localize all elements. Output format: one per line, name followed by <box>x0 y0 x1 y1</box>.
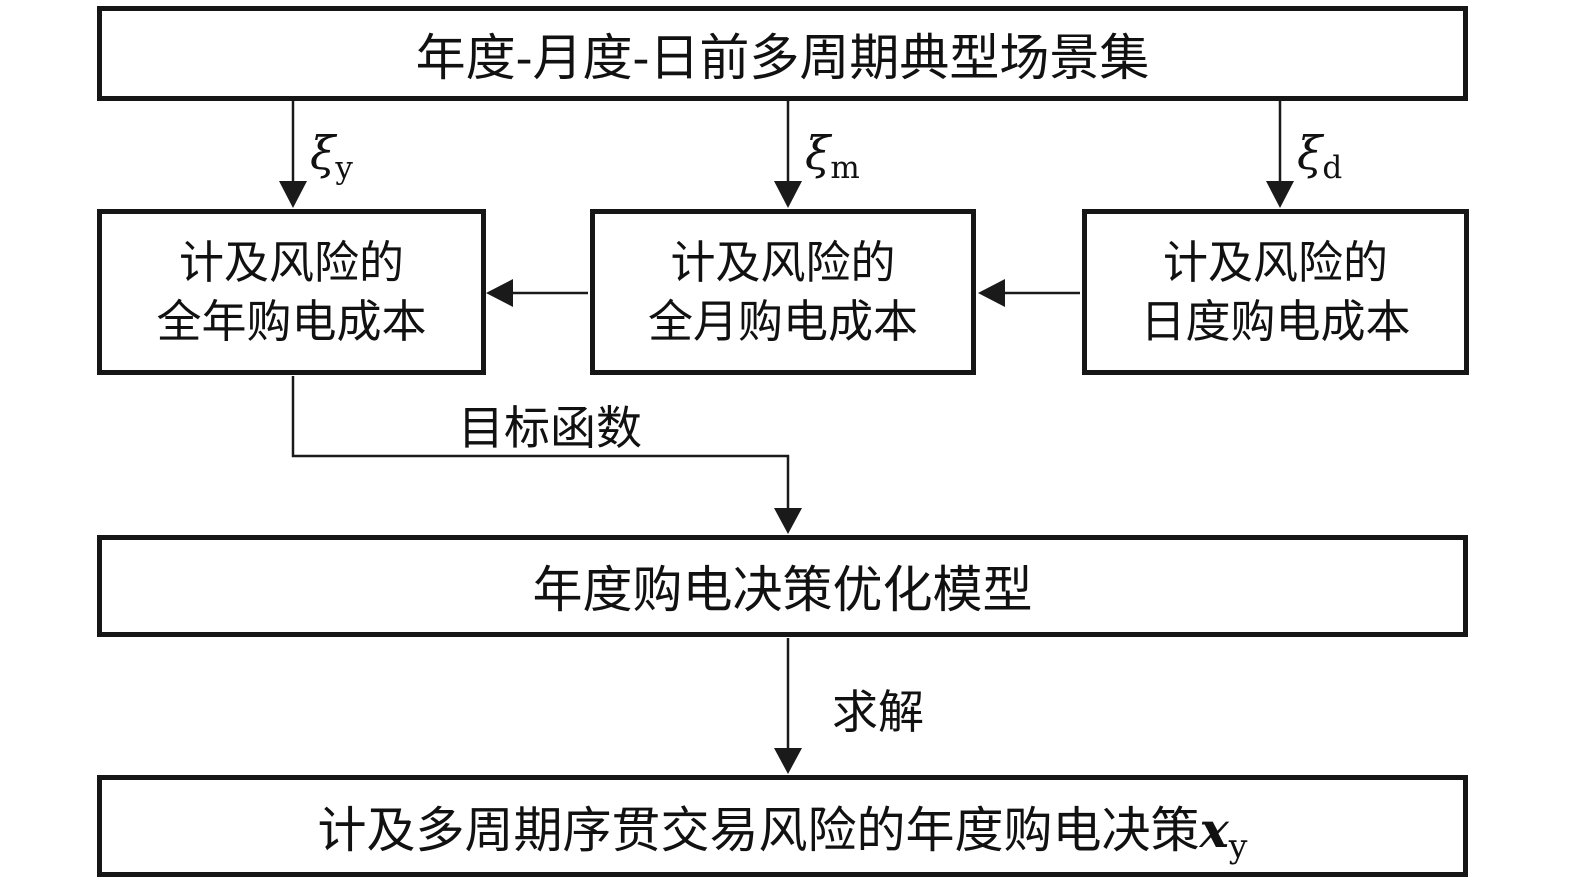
xi-symbol: ξ <box>1297 126 1323 180</box>
daily-cost-box: 计及风险的 日度购电成本 <box>1082 209 1469 375</box>
result-decision-box: 计及多周期序贯交易风险的年度购电决策xy <box>97 775 1468 877</box>
monthly-cost-line2: 全月购电成本 <box>647 295 918 348</box>
xi-symbol: ξ <box>310 126 336 180</box>
monthly-cost-line1: 计及风险的 <box>670 235 896 289</box>
arrow-month-cost-to-year-cost <box>486 279 588 307</box>
xi-symbol: ξ <box>805 126 831 180</box>
arrow-scenario-to-year-cost <box>279 101 307 208</box>
arrow-year-cost-to-model <box>291 376 802 534</box>
optimization-model-label: 年度购电决策优化模型 <box>532 561 1033 619</box>
annual-cost-box: 计及风险的 全年购电成本 <box>97 209 486 375</box>
optimization-model-box: 年度购电决策优化模型 <box>97 535 1468 637</box>
daily-cost-line2: 日度购电成本 <box>1140 295 1411 348</box>
arrow-model-to-result <box>774 638 802 774</box>
arrow-day-cost-to-month-cost <box>978 279 1080 307</box>
xi-subscript: m <box>830 150 860 186</box>
daily-cost-text: 计及风险的 日度购电成本 <box>1140 233 1410 352</box>
decision-variable-subscript: y <box>1228 825 1248 865</box>
decision-variable: x <box>1199 800 1229 859</box>
result-decision-text: 计及多周期序贯交易风险的年度购电决策xy <box>318 791 1248 862</box>
objective-function-label: 目标函数 <box>458 401 642 455</box>
annual-cost-line1: 计及风险的 <box>178 235 404 289</box>
result-decision-prefix: 计及多周期序贯交易风险的年度购电决策 <box>317 801 1200 859</box>
arrow-scenario-to-month-cost <box>774 101 802 208</box>
annual-cost-line2: 全年购电成本 <box>156 295 427 348</box>
annual-cost-text: 计及风险的 全年购电成本 <box>156 233 426 352</box>
xi-subscript: y <box>335 150 353 186</box>
solve-label: 求解 <box>832 685 924 739</box>
xi-year-label: ξy <box>310 126 353 184</box>
monthly-cost-box: 计及风险的 全月购电成本 <box>590 209 976 375</box>
xi-day-label: ξd <box>1297 126 1342 184</box>
xi-subscript: d <box>1322 150 1343 186</box>
scenario-set-box: 年度-月度-日前多周期典型场景集 <box>97 6 1468 101</box>
arrow-scenario-to-day-cost <box>1266 101 1294 208</box>
monthly-cost-text: 计及风险的 全月购电成本 <box>648 233 918 352</box>
daily-cost-line1: 计及风险的 <box>1162 235 1388 289</box>
xi-month-label: ξm <box>805 126 860 184</box>
scenario-set-label: 年度-月度-日前多周期典型场景集 <box>415 28 1150 87</box>
